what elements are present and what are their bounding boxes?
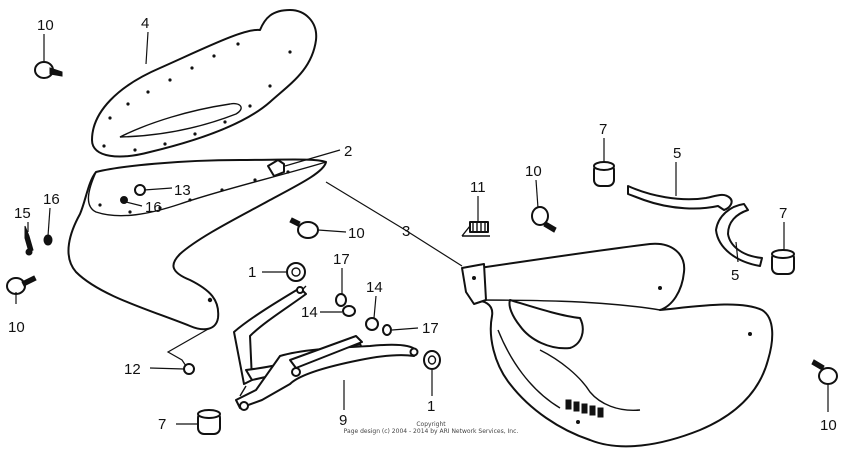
copyright-line-2: Page design (c) 2004 - 2014 by ARI Netwo… <box>343 428 519 435</box>
part-17-collar-lower <box>382 324 392 336</box>
part-11-spring-clip <box>461 221 490 237</box>
part-10-screw-bottom-right <box>811 359 838 385</box>
label-2: 2 <box>344 143 352 160</box>
label-10-center: 10 <box>348 225 365 242</box>
part-4-top-cowl <box>91 9 318 158</box>
label-10: 10 <box>37 17 54 34</box>
label-7-upper: 7 <box>599 121 607 138</box>
label-5-upper: 5 <box>673 145 681 162</box>
leader-lines <box>15 31 829 425</box>
label-16-right: 16 <box>145 199 162 216</box>
label-9: 9 <box>339 412 347 429</box>
part-9-bracket-frame <box>233 285 419 411</box>
part-14-bushing-left <box>342 305 356 317</box>
part-7-cushion-c <box>197 409 221 435</box>
label-16-left: 16 <box>43 191 60 208</box>
part-3-right-fairing <box>461 242 774 448</box>
label-12: 12 <box>124 361 141 378</box>
part-7-cushion-b <box>771 249 795 275</box>
part-1-grommet-lower <box>423 350 441 370</box>
label-7-lower: 7 <box>158 416 166 433</box>
label-10-right-upper: 10 <box>525 163 542 180</box>
copyright-line-1: Copyright <box>416 421 446 428</box>
part-10-screw-center <box>289 217 319 239</box>
label-3: 3 <box>402 223 410 240</box>
label-4: 4 <box>141 15 149 32</box>
fairing-vents <box>565 399 604 418</box>
label-10-left: 10 <box>8 319 25 336</box>
label-7-right: 7 <box>779 205 787 222</box>
part-14-bushing-right <box>365 317 379 331</box>
part-5-upper-stay <box>627 185 733 211</box>
part-15-bolt <box>24 225 34 256</box>
part-4-rivets <box>102 42 292 152</box>
part-10-screw-top-left <box>34 61 63 79</box>
part-17-collar-upper <box>335 293 347 307</box>
label-11: 11 <box>470 179 486 196</box>
part-2-clip <box>267 159 285 177</box>
part-1-grommet-upper <box>286 262 306 282</box>
part-16-washer <box>43 234 53 246</box>
part-3-rivets <box>98 170 290 303</box>
label-17-lower: 17 <box>422 320 439 337</box>
part-7-cushion-a <box>593 161 615 187</box>
callout-labels: 10 4 2 13 16 15 16 10 10 3 11 10 7 5 7 5… <box>8 15 837 434</box>
label-1-lower: 1 <box>427 398 435 415</box>
label-13: 13 <box>174 182 191 199</box>
label-14-left: 14 <box>301 304 318 321</box>
part-5-lower-stay <box>715 203 763 267</box>
part-10-screw-left <box>6 275 37 295</box>
label-14-right: 14 <box>366 279 383 296</box>
label-15: 15 <box>14 205 31 222</box>
label-5-lower: 5 <box>731 267 739 284</box>
label-17-upper: 17 <box>333 251 350 268</box>
label-10-bottom-right: 10 <box>820 417 837 434</box>
label-1-upper: 1 <box>248 264 256 281</box>
copyright-notice: Copyright Page design (c) 2004 - 2014 by… <box>336 421 526 435</box>
part-10-screw-right-upper <box>531 206 557 233</box>
